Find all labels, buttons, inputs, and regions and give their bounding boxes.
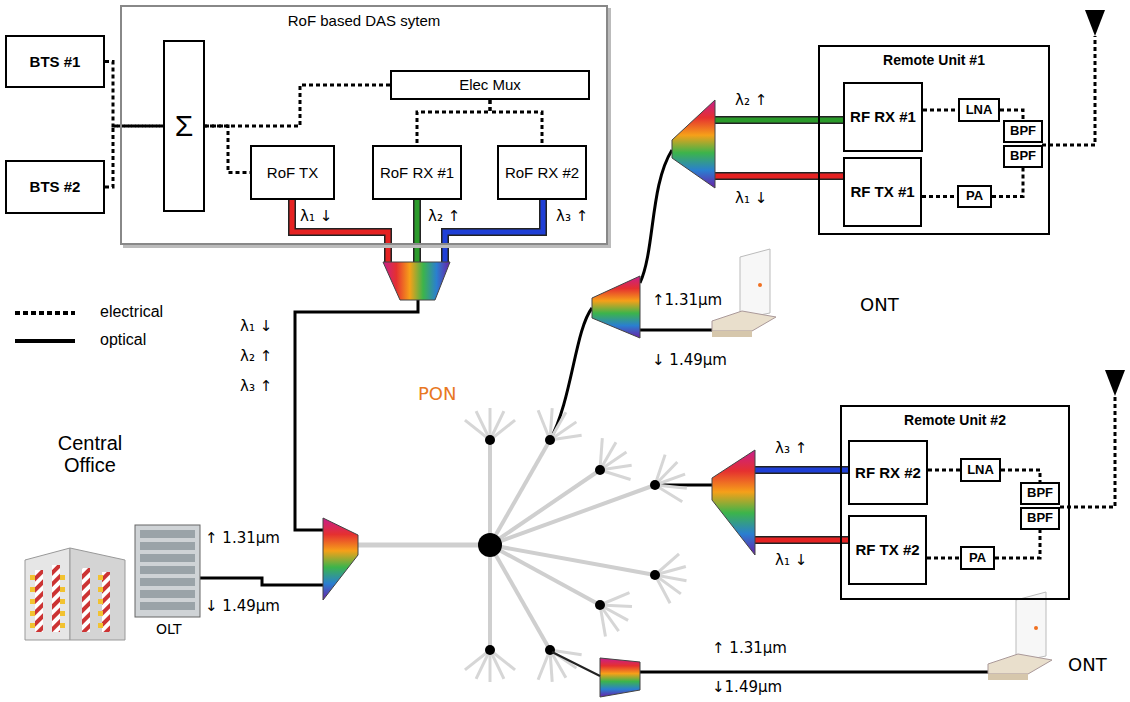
label: λ₃ ↑ — [240, 378, 272, 395]
process-box: RoF RX #1 — [372, 145, 462, 200]
legend-text: electrical — [100, 303, 163, 321]
electrical-connector — [927, 558, 960, 559]
component-box: PA — [957, 185, 992, 208]
electrical-connector — [928, 470, 960, 471]
legend-optical-line — [15, 339, 75, 343]
box-title: RoF based DAS sytem — [122, 12, 606, 29]
station-box: BTS #2 — [5, 160, 105, 214]
fiber-lines — [200, 150, 990, 672]
label: λ₂ ↑ — [428, 208, 460, 225]
component-box: LNA — [958, 98, 1000, 122]
box-label: Σ — [175, 109, 194, 144]
electrical-connector — [923, 110, 958, 111]
label: λ₁ ↓ — [300, 208, 332, 225]
component-box: LNA — [960, 458, 1001, 482]
process-box: RoF TX — [250, 145, 335, 200]
unit-box: Remote Unit #2 RF RX #2 LNA BPF RF TX #2 PA BP… — [840, 405, 1070, 600]
antenna — [1042, 10, 1125, 507]
label: λ₁ ↓ — [775, 552, 807, 569]
electrical-connector — [1001, 470, 1040, 482]
wdm-mux — [323, 518, 358, 600]
label: λ₂ ↑ — [735, 92, 767, 109]
wdm-mux — [672, 100, 715, 188]
label: ↓ 1.49µm — [205, 598, 280, 615]
electrical-connector — [205, 126, 250, 173]
label: λ₁ ↓ — [240, 318, 272, 335]
wdm-mux — [592, 276, 640, 338]
label: ONT — [1068, 655, 1107, 675]
box-label: PA — [969, 551, 986, 566]
box-label: BTS #2 — [30, 178, 81, 195]
electrical-connector — [490, 100, 542, 145]
box-label: BPF — [1010, 149, 1036, 164]
electrical-connector — [105, 126, 163, 187]
box-label: RF TX #1 — [850, 183, 914, 200]
label: λ₃ ↑ — [556, 208, 588, 225]
process-box: RF RX #2 — [848, 440, 928, 505]
box-label: RF TX #2 — [855, 541, 919, 558]
process-box: RF TX #1 — [843, 157, 922, 227]
ont-device — [988, 592, 1052, 680]
wdm-mux — [600, 658, 640, 697]
box-label: Elec Mux — [459, 76, 521, 93]
system-box: RoF based DAS sytemΣ Elec MuxRoF TX RoF RX… — [120, 5, 608, 245]
electrical-connector — [922, 196, 957, 197]
process-box: RF TX #2 — [848, 515, 927, 585]
box-label: PA — [966, 189, 983, 204]
wdm-mux — [383, 262, 450, 300]
box-label: RoF RX #2 — [505, 164, 579, 181]
box-label: RoF RX #1 — [380, 164, 454, 181]
label: PON — [418, 384, 457, 404]
box-label: LNA — [967, 463, 994, 478]
label: λ₃ ↑ — [775, 440, 807, 457]
label: ↑1.31µm — [652, 292, 722, 309]
label: ONT — [860, 295, 899, 315]
electrical-connector — [105, 62, 163, 127]
process-box: RF RX #1 — [843, 82, 923, 152]
label: Central Office — [38, 432, 142, 476]
electrical-connector — [205, 85, 390, 126]
box-title: Remote Unit #1 — [820, 52, 1048, 68]
label: λ₂ ↑ — [240, 348, 272, 365]
box-label: RoF TX — [267, 164, 318, 181]
box-label: BTS #1 — [30, 53, 81, 70]
component-box: PA — [960, 546, 995, 570]
unit-box: Remote Unit #1 RF RX #1 LNA BPF RF TX #1 PA BP… — [818, 45, 1050, 235]
process-box: Elec Mux — [390, 70, 590, 100]
legend-text: optical — [100, 331, 146, 349]
label: ↑ 1.31µm — [712, 640, 787, 657]
electrical-connector — [1000, 110, 1023, 120]
label: ↑ 1.31µm — [205, 530, 280, 547]
component-box: BPF — [1020, 507, 1060, 530]
process-box: RoF RX #2 — [497, 145, 587, 200]
box-label: RF RX #1 — [850, 108, 916, 125]
box-label: LNA — [966, 103, 993, 118]
component-box: BPF — [1003, 120, 1043, 143]
electrical-connector — [995, 530, 1040, 558]
label: OLT — [156, 622, 181, 637]
box-label: BPF — [1010, 124, 1036, 139]
label: λ₁ ↓ — [735, 190, 767, 207]
component-box: BPF — [1020, 482, 1060, 505]
legend-electrical-line — [15, 311, 75, 315]
electrical-connector — [417, 100, 490, 145]
station-box: BTS #1 — [5, 35, 105, 88]
box-label: BPF — [1027, 511, 1053, 526]
label: ↓1.49µm — [712, 679, 782, 696]
combiner-box: Σ — [163, 40, 205, 212]
label: ↓ 1.49µm — [652, 352, 727, 369]
central-office-building — [25, 548, 125, 640]
wdm-mux — [712, 450, 755, 555]
optical-lines — [292, 120, 848, 540]
box-label: BPF — [1027, 486, 1053, 501]
electrical-connector — [992, 168, 1023, 197]
olt-rack — [135, 525, 200, 617]
box-title: Remote Unit #2 — [842, 412, 1068, 428]
box-label: RF RX #2 — [855, 464, 921, 481]
pon-tree — [358, 408, 687, 682]
component-box: BPF — [1003, 145, 1043, 168]
